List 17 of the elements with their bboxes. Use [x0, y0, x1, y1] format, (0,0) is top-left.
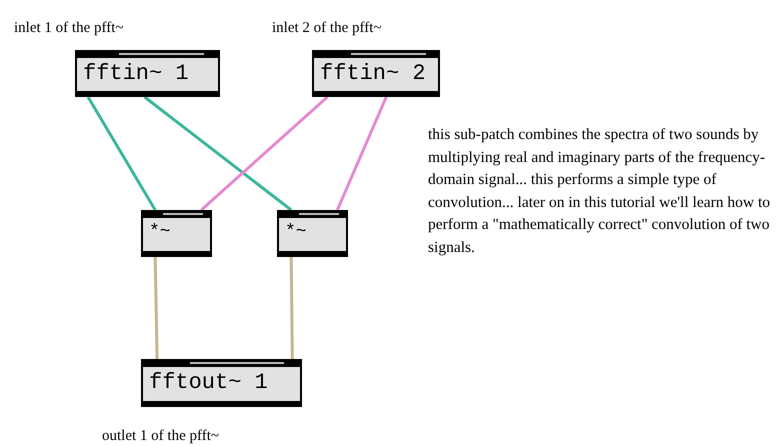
object-label: *~ — [149, 221, 171, 244]
port-caption: inlet 1 of the pfft~ — [14, 20, 124, 37]
patch-cord — [336, 96, 388, 211]
patch-cord — [200, 96, 328, 212]
patch-cord — [144, 96, 292, 212]
port-caption: outlet 1 of the pfft~ — [102, 428, 219, 445]
object-label: fftout~ 1 — [149, 369, 268, 397]
object-label: fftin~ 1 — [83, 60, 189, 88]
object-box — [141, 210, 212, 257]
port-caption: inlet 2 of the pfft~ — [272, 20, 382, 37]
note-text: this sub-patch combines the spectra of two sounds by multiplying real and imaginary parts of the frequency-domain signal... this performs a simple type of convolution... later on in this tutorial we'll learn how to perform a "mathematically correct" convolution of two signals. — [428, 125, 772, 258]
patch-cord — [86, 96, 156, 211]
patch-cord — [154, 256, 159, 360]
object-label: *~ — [285, 221, 307, 244]
patch-cord — [290, 256, 294, 360]
object-label: fftin~ 2 — [320, 60, 426, 88]
object-box — [277, 210, 348, 257]
